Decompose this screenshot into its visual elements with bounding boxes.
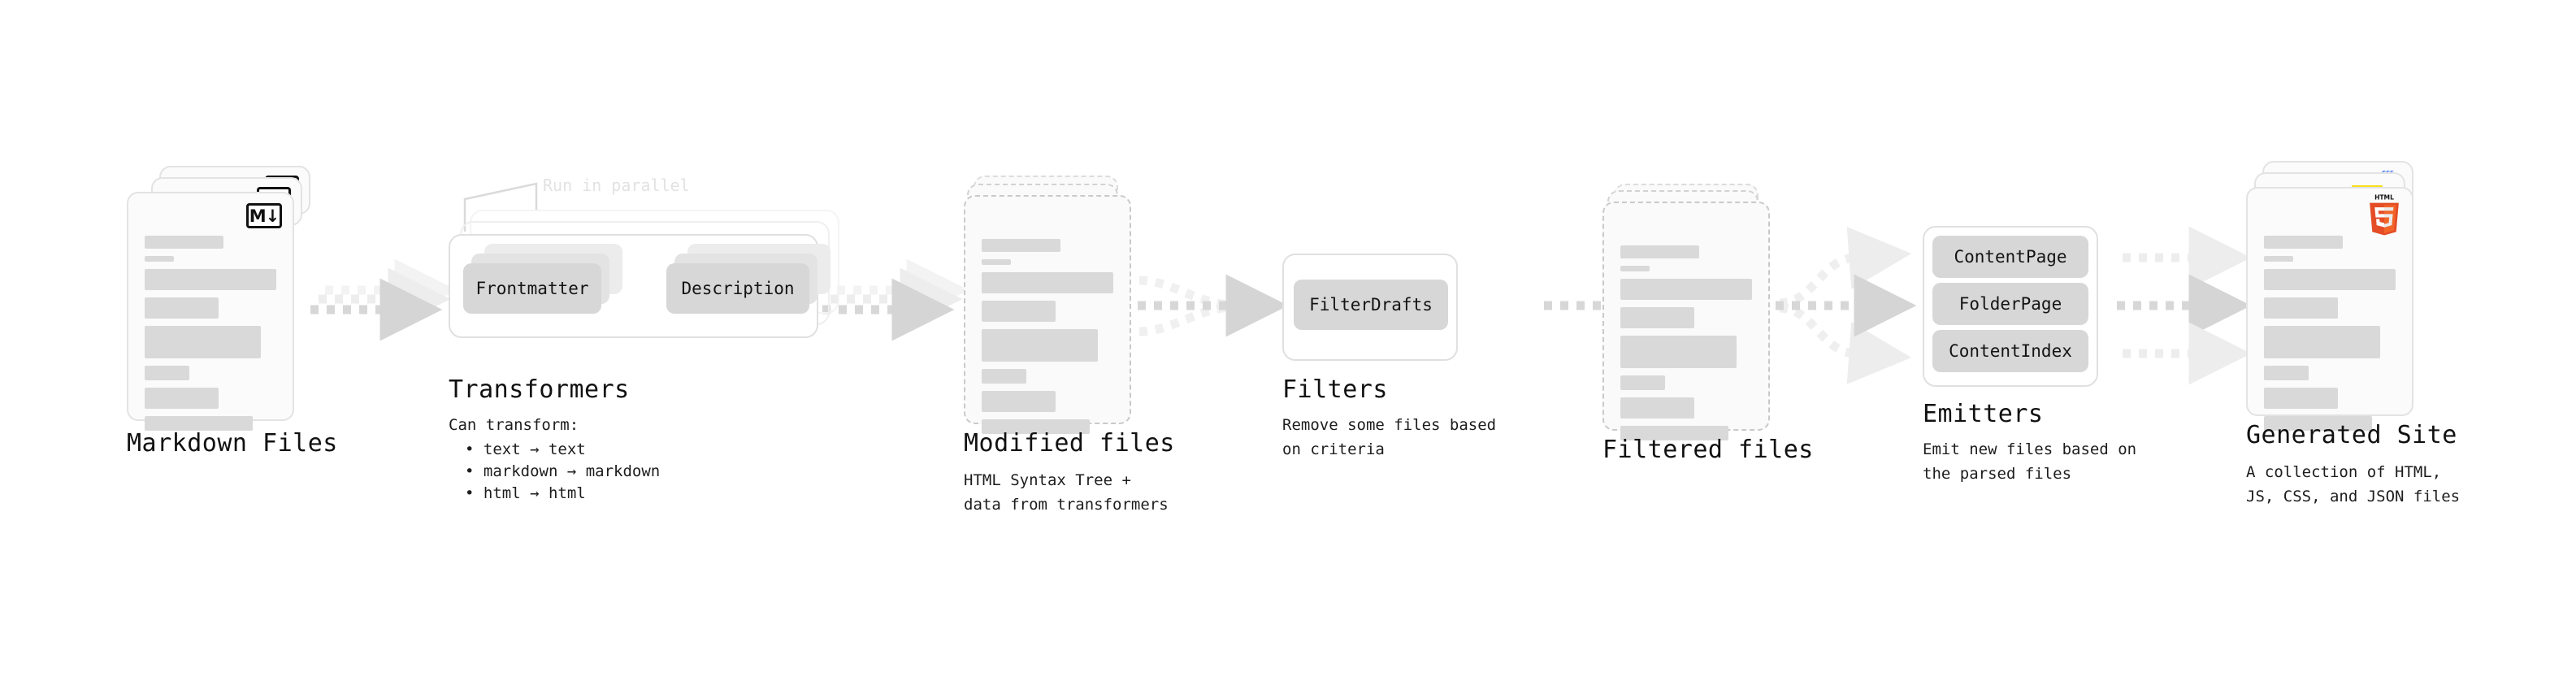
connector-emitters-to-site: [2117, 226, 2252, 385]
site-card-front: HTML: [2246, 187, 2413, 431]
markdown-badge-icon: M↓: [246, 203, 282, 228]
content-line: [2264, 297, 2338, 319]
filters-description: Remove some files based on criteria: [1282, 416, 1497, 458]
content-line: [145, 236, 224, 249]
content-line: [982, 301, 1056, 322]
generated-site-description: A collection of HTML, JS, CSS, and JSON …: [2246, 463, 2461, 505]
stage-title-emitters: Emitters: [1923, 400, 2044, 428]
transformers-bullet-1: • markdown → markdown: [465, 462, 661, 480]
content-line: [2264, 416, 2372, 431]
content-line: [1620, 279, 1752, 300]
content-line: [2264, 388, 2338, 409]
transformer-chip-description[interactable]: Description: [666, 263, 809, 314]
content-line: [145, 326, 261, 358]
document-content-lines: [2264, 236, 2396, 438]
filtered-card-front: [1602, 202, 1770, 440]
document-content-lines: [982, 239, 1113, 441]
document-content-lines: [1620, 245, 1752, 448]
emitter-chip-folderpage[interactable]: FolderPage: [1932, 283, 2088, 325]
content-line: [145, 388, 219, 409]
content-line: [1620, 426, 1728, 440]
content-line: [1620, 397, 1694, 419]
connector-md-to-transformers: [310, 258, 458, 341]
content-line: [145, 366, 190, 380]
content-line: [982, 369, 1027, 384]
content-line: [982, 259, 1011, 265]
emitter-chip-contentpage[interactable]: ContentPage: [1932, 236, 2088, 278]
document-content-lines: [145, 236, 276, 438]
content-line: [1620, 375, 1666, 390]
stage-title-filtered-files: Filtered files: [1602, 436, 1814, 464]
content-line: [145, 297, 219, 319]
content-line: [2264, 326, 2380, 358]
stage-title-filters: Filters: [1282, 375, 1388, 404]
transformer-chip-frontmatter[interactable]: Frontmatter: [463, 263, 601, 314]
stage-title-modified-files: Modified files: [964, 429, 1175, 458]
stage-title-generated-site: Generated Site: [2246, 421, 2457, 449]
content-line: [982, 419, 1090, 434]
content-line: [145, 269, 276, 290]
content-line: [2264, 236, 2344, 249]
html5-logo-icon: HTML: [2370, 193, 2399, 236]
connector-modified-to-filters: [1138, 274, 1289, 337]
svg-text:HTML: HTML: [2374, 193, 2394, 201]
transformers-bullet-0: • text → text: [465, 440, 586, 458]
transformers-description: Can transform:: [449, 416, 579, 434]
content-line: [1620, 266, 1650, 271]
stage-title-transformers: Transformers: [449, 375, 630, 404]
content-line: [1620, 307, 1694, 328]
content-line: [145, 416, 253, 431]
content-line: [1620, 336, 1737, 368]
content-line: [145, 256, 174, 262]
run-in-parallel-annotation: Run in parallel: [543, 176, 690, 195]
content-line: [982, 391, 1056, 412]
markdown-card-front: M↓: [127, 192, 294, 431]
content-line: [982, 329, 1098, 362]
content-line: [982, 239, 1061, 252]
modified-card-front: [964, 195, 1131, 434]
content-line: [2264, 269, 2396, 290]
content-line: [2264, 366, 2309, 380]
content-line: [2264, 256, 2293, 262]
emitters-description: Emit new files based on the parsed files: [1923, 440, 2137, 483]
modified-files-description: HTML Syntax Tree + data from transformer…: [964, 471, 1169, 514]
stage-title-markdown-files: Markdown Files: [127, 429, 338, 458]
connector-filtered-to-emitters: [1776, 227, 1917, 384]
transformers-bullet-2: • html → html: [465, 484, 586, 502]
content-line: [1620, 245, 1700, 258]
filter-chip-filterdrafts[interactable]: FilterDrafts: [1294, 280, 1448, 330]
emitter-chip-contentindex[interactable]: ContentIndex: [1932, 330, 2088, 372]
content-line: [982, 272, 1113, 293]
